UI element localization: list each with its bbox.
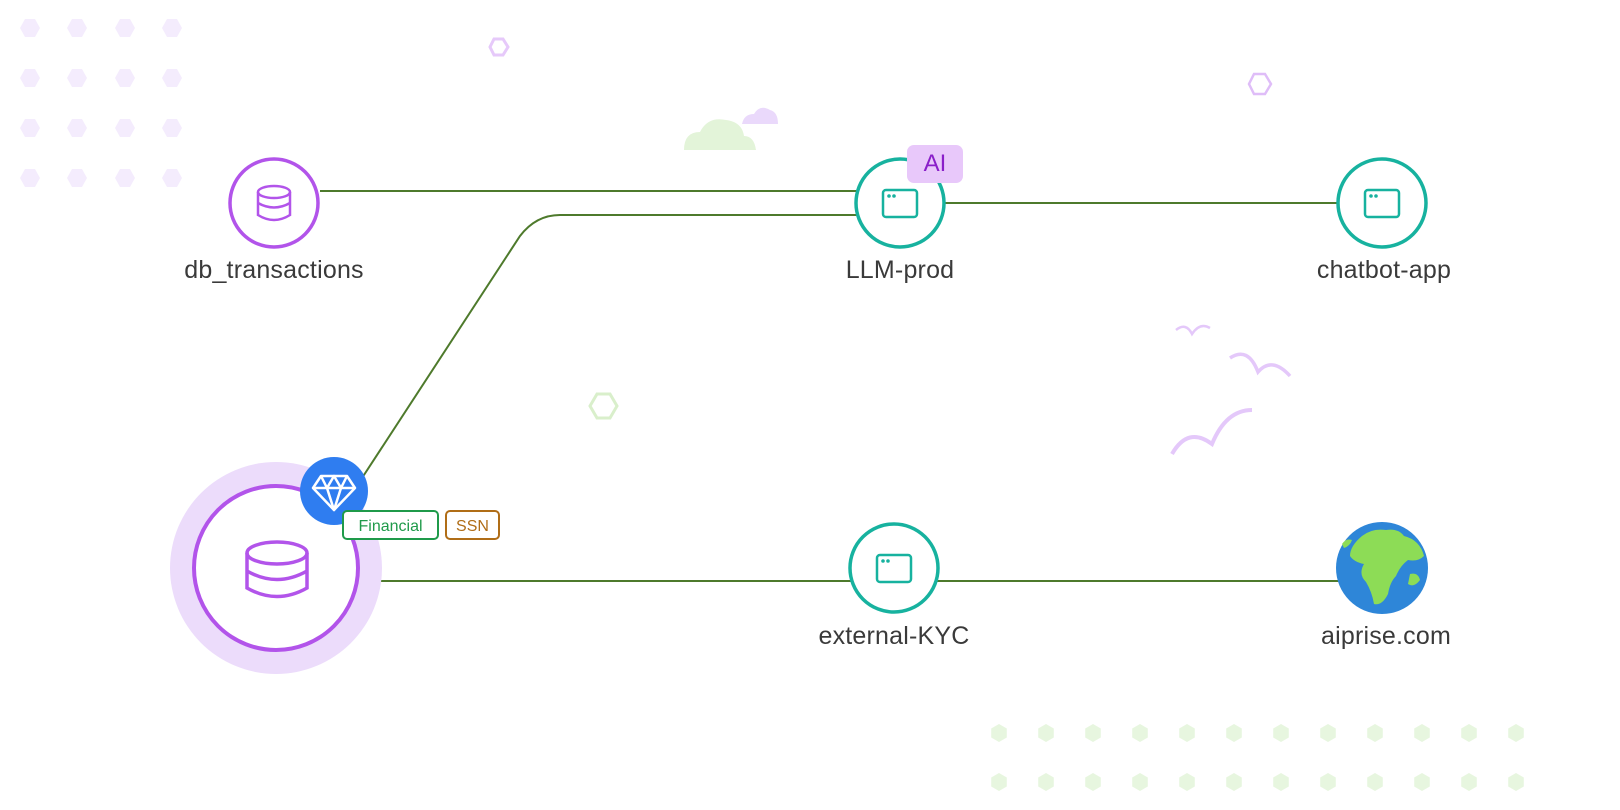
node-label-chatbot-app: chatbot-app bbox=[1316, 256, 1452, 284]
decor-dot bbox=[1179, 724, 1195, 742]
node-label-external-kyc: external-KYC bbox=[818, 622, 970, 650]
decor-dot bbox=[1461, 773, 1477, 791]
decor-dot bbox=[1132, 773, 1148, 791]
decor-dot bbox=[1132, 724, 1148, 742]
node-label-llm-prod: LLM-prod bbox=[845, 256, 955, 284]
database-icon bbox=[256, 184, 292, 222]
decor-dot bbox=[1273, 724, 1289, 742]
decor-dots-bottom-right bbox=[991, 724, 1524, 791]
decor-dot bbox=[1414, 773, 1430, 791]
decor-dot bbox=[991, 773, 1007, 791]
decor-hexagon bbox=[588, 392, 619, 420]
edges bbox=[320, 190, 1339, 582]
node-db-transactions[interactable] bbox=[228, 157, 320, 249]
node-label-aiprise: aiprise.com bbox=[1320, 622, 1452, 650]
app-window-icon bbox=[875, 553, 913, 584]
decor-cloud bbox=[684, 119, 756, 150]
ai-badge: AI bbox=[907, 145, 963, 183]
decor-dot bbox=[1273, 773, 1289, 791]
decor-dot bbox=[991, 724, 1007, 742]
globe-icon bbox=[1336, 522, 1428, 614]
decor-bird bbox=[1229, 352, 1292, 378]
diamond-icon bbox=[311, 474, 357, 512]
decor-hexagon bbox=[488, 37, 510, 57]
decor-dot bbox=[1038, 773, 1054, 791]
decor-dot bbox=[1367, 724, 1383, 742]
decor-dot bbox=[1038, 724, 1054, 742]
decor-dot bbox=[1226, 724, 1242, 742]
app-window-icon bbox=[1363, 188, 1401, 219]
decor-bird bbox=[1170, 408, 1253, 456]
tag-ssn[interactable]: SSN bbox=[445, 510, 500, 540]
decor-dot bbox=[1085, 773, 1101, 791]
node-chatbot-app[interactable] bbox=[1336, 157, 1428, 249]
decor-dot bbox=[1320, 724, 1336, 742]
database-icon bbox=[245, 540, 309, 599]
decor-dot bbox=[1461, 724, 1477, 742]
decor-dot bbox=[1508, 724, 1524, 742]
decor-dot bbox=[1179, 773, 1195, 791]
decor-bird bbox=[1175, 324, 1211, 337]
node-external-kyc[interactable] bbox=[848, 522, 940, 614]
node-label-db-transactions: db_transactions bbox=[184, 256, 364, 284]
decor-dot bbox=[1508, 773, 1524, 791]
decor-dot bbox=[1414, 724, 1430, 742]
decor-dot bbox=[1226, 773, 1242, 791]
decor-dot bbox=[1085, 724, 1101, 742]
decor-dots-top-left bbox=[20, 19, 182, 187]
decor-cloud bbox=[742, 107, 778, 124]
decor-hexagon bbox=[1247, 72, 1273, 96]
node-aiprise[interactable] bbox=[1336, 522, 1428, 614]
tag-financial[interactable]: Financial bbox=[342, 510, 439, 540]
app-window-icon bbox=[881, 188, 919, 219]
sensitive-data-badge[interactable] bbox=[300, 457, 368, 525]
edge-source-db-to-llm-prod bbox=[361, 214, 858, 479]
decor-dot bbox=[1367, 773, 1383, 791]
decor-dot bbox=[1320, 773, 1336, 791]
